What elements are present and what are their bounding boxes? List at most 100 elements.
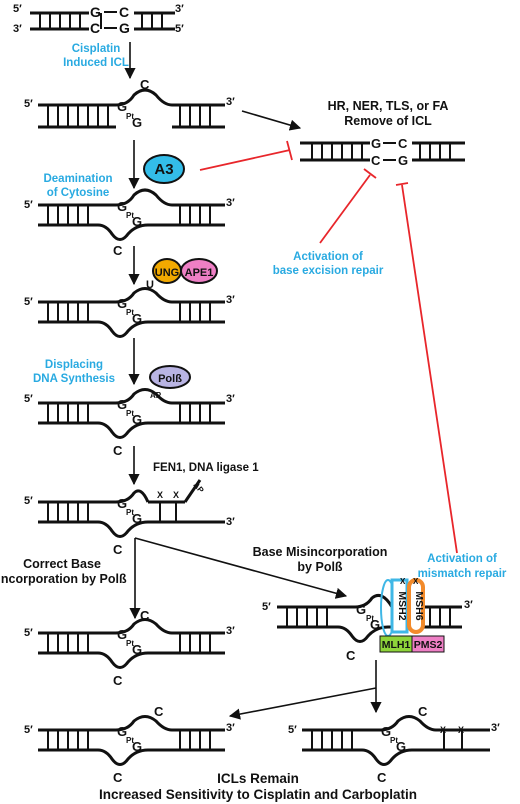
base-g: G — [132, 412, 142, 427]
base-c: C — [418, 704, 428, 719]
base-c: C — [346, 648, 356, 663]
activation-ber-label: base excision repair — [273, 265, 384, 277]
misincorporation-label: by Polß — [297, 560, 343, 574]
base-x: X — [400, 577, 406, 586]
base-g: G — [356, 602, 366, 617]
conclusion-title: ICLs Remain — [217, 771, 299, 786]
base-x: X — [157, 490, 163, 500]
step-label-deamination: of Cytosine — [47, 187, 110, 199]
ung-protein: UNG — [152, 258, 182, 284]
activation-mmr-label: Activation of — [427, 553, 497, 565]
base-c: C — [113, 673, 123, 688]
five-prime-label: 5′ — [288, 724, 297, 736]
dna-duplex-mismatch — [277, 594, 462, 643]
base-c: C — [140, 608, 150, 623]
step-label-cisplatin: Induced ICL — [63, 57, 129, 69]
dna-duplex-ap-site — [38, 388, 225, 439]
base-x: X — [440, 725, 446, 735]
msh6-label: MSH6 — [413, 591, 425, 620]
three-prime-label: 3′ — [175, 3, 184, 15]
three-prime-label: 3′ — [464, 599, 473, 611]
base-x: X — [458, 725, 464, 735]
base-g: G — [398, 153, 408, 168]
correct-incorporation-label: Correct Base — [23, 557, 101, 571]
polb-protein: Polß — [149, 365, 191, 389]
mmr-complex: MSH2 MSH6 X X MLH1 PMS2 — [379, 577, 445, 653]
platinum-label: Pt — [126, 308, 134, 317]
base-g: G — [370, 617, 380, 632]
base-c: C — [154, 704, 164, 719]
five-prime-label: 5′ — [24, 199, 33, 211]
platinum-label: Pt — [126, 211, 134, 220]
dna-duplex-deaminated — [38, 188, 225, 241]
five-prime-label: 5′ — [24, 627, 33, 639]
base-g: G — [396, 739, 406, 754]
base-g: G — [117, 296, 127, 311]
three-prime-label: 3′ — [226, 722, 235, 734]
three-prime-label: 3′ — [226, 197, 235, 209]
msh6-protein — [407, 578, 425, 634]
platinum-label: Pt — [126, 409, 134, 418]
dna-duplex-repaired — [300, 141, 465, 162]
five-prime-label: 5′ — [24, 393, 33, 405]
five-prime-label: 5′ — [24, 98, 33, 110]
ap-site-label: AP — [191, 481, 205, 496]
dna-duplex-final-left — [38, 715, 225, 766]
dna-duplex-final-right — [302, 715, 490, 766]
five-prime-label: 5′ — [175, 23, 184, 35]
five-prime-label: 5′ — [24, 296, 33, 308]
base-g: G — [117, 199, 127, 214]
base-g: G — [90, 4, 101, 20]
fen1-ligase-label: FEN1, DNA ligase 1 — [153, 462, 259, 474]
base-c: C — [377, 770, 387, 785]
three-prime-label: 3′ — [226, 516, 235, 528]
platinum-label: Pt — [126, 508, 134, 517]
msh2-label: MSH2 — [396, 591, 408, 620]
step-label-displacing: Displacing — [45, 359, 103, 371]
dna-duplex-icl — [38, 88, 225, 129]
step-label-cisplatin: Cisplatin — [72, 43, 121, 55]
three-prime-label: 3′ — [226, 96, 235, 108]
base-g: G — [119, 20, 130, 36]
three-prime-label: 3′ — [226, 625, 235, 637]
five-prime-label: 5′ — [13, 3, 22, 15]
base-c: C — [113, 443, 123, 458]
base-c: C — [119, 4, 129, 20]
base-g: G — [117, 724, 127, 739]
platinum-label: Pt — [366, 614, 374, 623]
three-prime-label: 3′ — [226, 294, 235, 306]
base-c: C — [371, 153, 381, 168]
base-g: G — [371, 136, 381, 151]
three-prime-label: 3′ — [226, 393, 235, 405]
base-c: C — [113, 542, 123, 557]
base-g: G — [117, 99, 127, 114]
base-x: X — [413, 577, 419, 586]
ap-site-label: AP — [150, 391, 162, 400]
correct-incorporation-label: Incorporation by Polß — [0, 572, 127, 586]
base-g: G — [117, 496, 127, 511]
repair-title: HR, NER, TLS, or FA — [328, 99, 449, 113]
platinum-label: Pt — [126, 736, 134, 745]
base-c: C — [398, 136, 408, 151]
platinum-label: Pt — [390, 736, 398, 745]
pms2-label: PMS2 — [414, 639, 443, 651]
pms2-protein — [411, 635, 445, 653]
base-g: G — [132, 214, 142, 229]
step-label-deamination: Deamination — [43, 173, 112, 185]
activation-ber-label: Activation of — [293, 251, 363, 263]
inhibition-mmr — [395, 182, 458, 554]
dna-duplex-uracil — [38, 287, 225, 338]
ape1-label: APE1 — [185, 267, 214, 279]
base-g: G — [132, 642, 142, 657]
ung-label: UNG — [155, 267, 179, 279]
five-prime-label: 5′ — [24, 495, 33, 507]
base-g: G — [117, 397, 127, 412]
dna-duplex-flap — [38, 479, 225, 538]
repair-arrow — [241, 110, 302, 131]
base-g: G — [132, 511, 142, 526]
five-prime-label: 5′ — [262, 601, 271, 613]
final-arrow-left — [228, 687, 377, 720]
conclusion-subtitle: Increased Sensitivity to Cisplatin and C… — [99, 787, 417, 802]
